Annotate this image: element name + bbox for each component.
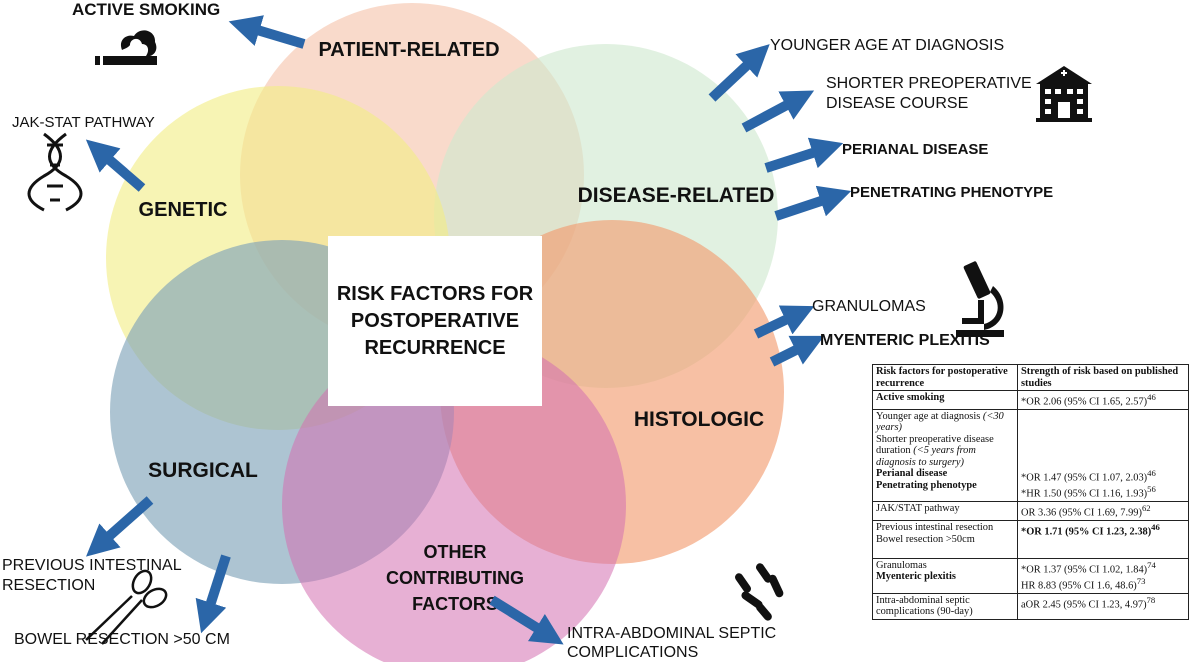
table-cell-factor: Younger age at diagnosis (<30 years) Sho… xyxy=(872,408,1018,503)
table-cell-value: *OR 1.47 (95% CI 1.07, 2.03)46 *HR 1.50 … xyxy=(1017,408,1189,503)
table-cell-value: *OR 1.37 (95% CI 1.02, 1.84)74 HR 8.83 (… xyxy=(1017,557,1189,594)
factor-active-smoking: ACTIVE SMOKING xyxy=(72,0,221,19)
table-row: Younger age at diagnosis (<30 years) Sho… xyxy=(872,408,1189,503)
table-cell-factor: Previous intestinal resection Bowel rese… xyxy=(872,520,1018,559)
arrow-icon xyxy=(708,44,770,102)
factor-previous-resection-line2: RESECTION xyxy=(2,577,96,594)
table-row: Intra-abdominal septic complications (90… xyxy=(872,592,1189,620)
factor-younger-age: YOUNGER AGE AT DIAGNOSIS xyxy=(770,37,1005,54)
table-row: Active smoking *OR 2.06 (95% CI 1.65, 2.… xyxy=(872,390,1189,410)
evidence-table: Risk factors for postoperative recurrenc… xyxy=(872,364,1189,620)
arrow-icon xyxy=(489,595,564,645)
arrow-icon xyxy=(86,496,154,557)
factor-myenteric-plexitis: MYENTERIC PLEXITIS xyxy=(820,332,990,349)
factor-septic-line1: INTRA-ABDOMINAL SEPTIC xyxy=(567,625,777,642)
dna-icon xyxy=(27,132,83,212)
arrow-icon xyxy=(228,15,306,49)
factor-septic-line2: COMPLICATIONS xyxy=(567,644,699,661)
factor-shorter-course-line1: SHORTER PREOPERATIVE xyxy=(826,75,1032,92)
label-patient-related: PATIENT-RELATED xyxy=(318,39,499,61)
table-row: Previous intestinal resection Bowel rese… xyxy=(872,520,1189,559)
table-header-row: Risk factors for postoperative recurrenc… xyxy=(872,364,1189,391)
label-other-line3: FACTORS xyxy=(412,594,498,614)
table-header: Strength of risk based on published stud… xyxy=(1017,364,1189,391)
factor-shorter-course-line2: DISEASE COURSE xyxy=(826,95,969,112)
label-other-line1: OTHER xyxy=(424,542,487,562)
arrow-icon xyxy=(774,185,852,221)
table-row: Granulomas Myenteric plexitis *OR 1.37 (… xyxy=(872,557,1189,594)
factor-perianal-disease: PERIANAL DISEASE xyxy=(842,141,989,158)
table-cell-value: *OR 1.71 (95% CI 1.23, 2.38)46 xyxy=(1017,520,1189,559)
factor-granulomas: GRANULOMAS xyxy=(812,298,926,315)
diagram-title: RISK FACTORS FOR POSTOPERATIVE RECURRENC… xyxy=(328,236,542,406)
factor-jak-stat: JAK-STAT PATHWAY xyxy=(12,114,155,131)
factor-previous-resection-line1: PREVIOUS INTESTINAL xyxy=(2,557,182,574)
table-row: JAK/STAT pathway OR 3.36 (95% CI 1.69, 7… xyxy=(872,501,1189,522)
circle-other-factors xyxy=(282,333,626,662)
factor-penetrating-phenotype: PENETRATING PHENOTYPE xyxy=(850,184,1054,201)
table-cell-factor: Granulomas Myenteric plexitis xyxy=(872,557,1018,594)
arrow-icon xyxy=(753,305,815,339)
table-cell-factor: JAK/STAT pathway xyxy=(872,501,1018,522)
title-line: RECURRENCE xyxy=(364,336,506,359)
scissors-icon xyxy=(85,569,168,645)
table-cell-factor: Intra-abdominal septic complications (90… xyxy=(872,592,1018,620)
title-line: POSTOPERATIVE xyxy=(350,309,520,332)
microscope-icon xyxy=(956,261,1004,337)
table-cell-value: aOR 2.45 (95% CI 1.23, 4.97)78 xyxy=(1017,592,1189,620)
hospital-icon xyxy=(1036,66,1092,122)
factor-bowel-resection: BOWEL RESECTION >50 CM xyxy=(14,631,230,648)
title-line: RISK FACTORS FOR xyxy=(336,282,534,305)
label-histologic: HISTOLOGIC xyxy=(634,408,764,431)
arrow-icon xyxy=(769,335,825,367)
label-genetic: GENETIC xyxy=(139,199,228,221)
label-surgical: SURGICAL xyxy=(148,459,258,482)
arrow-icon xyxy=(741,90,815,133)
label-other-line2: CONTRIBUTING xyxy=(386,568,524,588)
arrow-icon xyxy=(85,139,146,192)
arrow-icon xyxy=(195,554,231,634)
table-cell-value: OR 3.36 (95% CI 1.69, 7.99)62 xyxy=(1017,501,1189,522)
arrow-icon xyxy=(764,137,844,173)
label-disease-related: DISEASE-RELATED xyxy=(578,184,775,207)
table-header: Risk factors for postoperative recurrenc… xyxy=(872,364,1018,391)
table-cell-value: *OR 2.06 (95% CI 1.65, 2.57)46 xyxy=(1017,390,1189,410)
cigarette-icon xyxy=(95,30,157,65)
bacteria-icon xyxy=(734,563,784,621)
table-cell-factor: Active smoking xyxy=(872,390,1018,410)
